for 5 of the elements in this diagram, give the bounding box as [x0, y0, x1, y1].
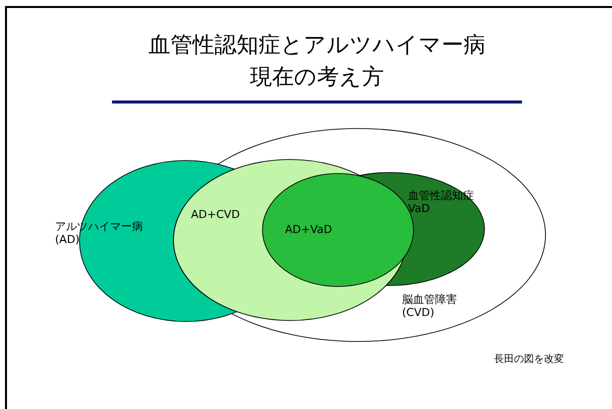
source-note: 長田の図を改変	[494, 352, 564, 366]
ellipse-label: AD+VaD	[285, 223, 334, 236]
ellipse-label: AD+CVD	[191, 208, 241, 221]
ellipse-label: 脳血管障害 (CVD)	[402, 293, 458, 319]
title: 血管性認知症とアルツハイマー病現在の考え方	[148, 32, 486, 92]
